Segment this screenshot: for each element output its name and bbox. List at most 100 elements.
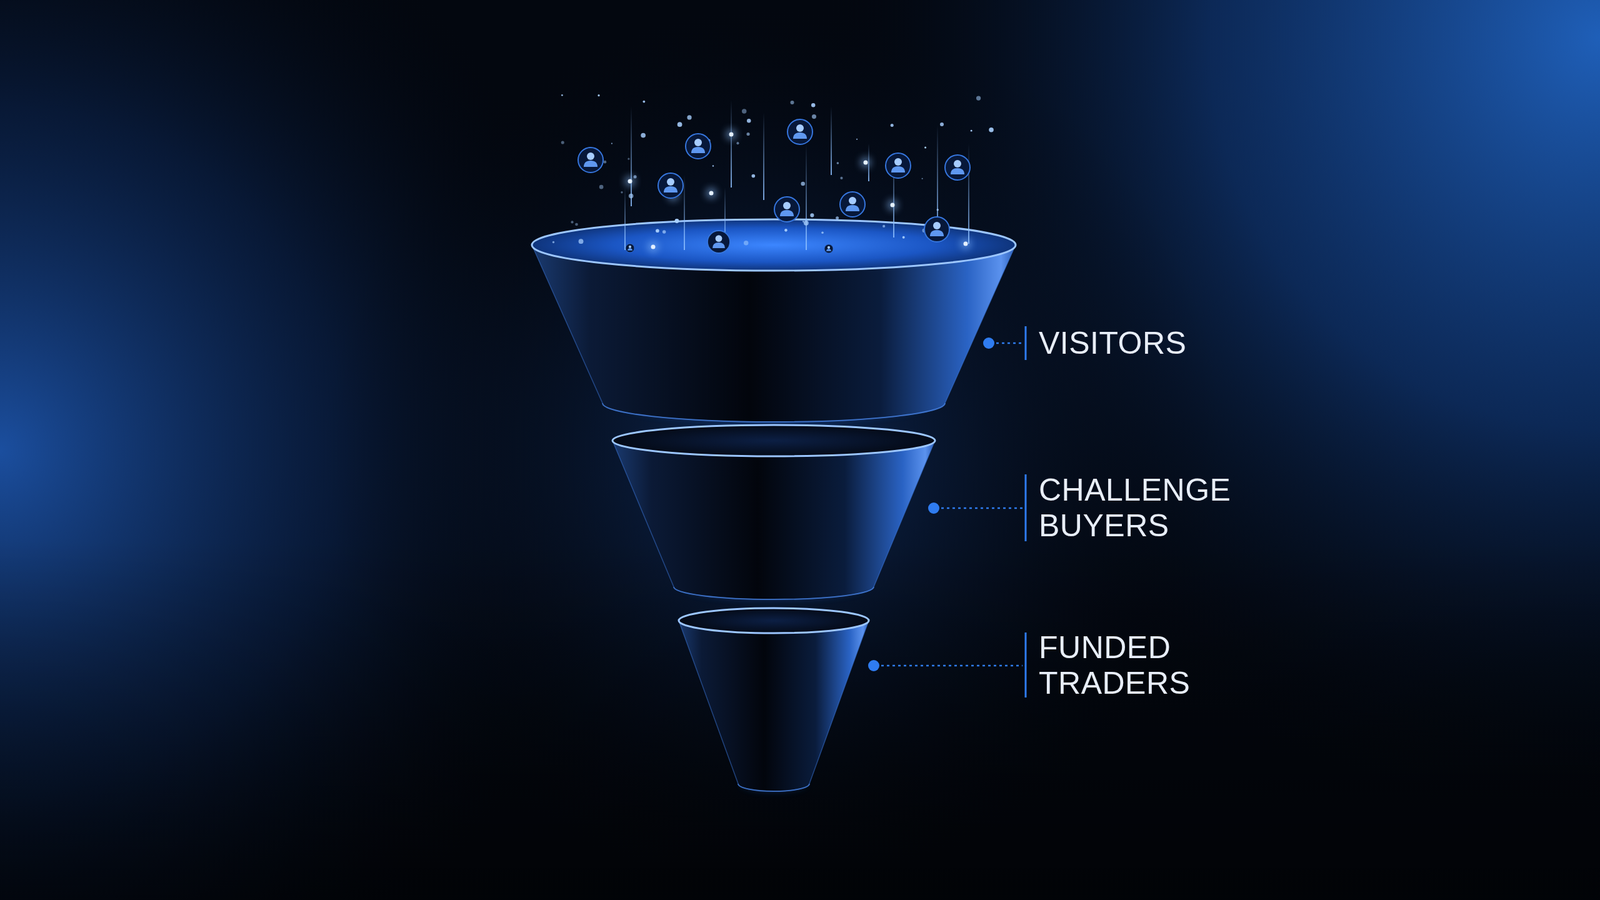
- light-beam: [936, 125, 939, 232]
- sparkle: [627, 158, 630, 160]
- light-beam: [968, 143, 970, 244]
- icon-ring: [774, 196, 800, 222]
- sparkle-glow: [705, 187, 717, 199]
- sparkle: [611, 142, 613, 144]
- sparkle: [597, 94, 600, 97]
- sparkle: [751, 174, 756, 179]
- sparkle: [890, 203, 895, 208]
- sparkle: [552, 241, 555, 244]
- icon-head: [796, 124, 804, 132]
- sparkle: [746, 118, 751, 123]
- sparkle: [651, 245, 656, 250]
- icon-ring: [707, 230, 730, 254]
- sparkle: [628, 193, 634, 199]
- funnel-tier: [612, 425, 935, 600]
- icon-head: [827, 246, 830, 249]
- funnel-tier: [531, 219, 1016, 422]
- tier-opening: [612, 425, 935, 457]
- sparkle-glow: [725, 128, 737, 140]
- sparkle: [640, 133, 646, 139]
- light-beam: [683, 175, 685, 250]
- sparkle: [709, 191, 714, 196]
- sparkle-glow: [960, 238, 972, 250]
- visitor-icon: [685, 133, 711, 159]
- leader-dot: [983, 337, 995, 349]
- sparkle: [790, 100, 794, 105]
- visitor-icon: [658, 173, 684, 199]
- funnel: [531, 219, 1016, 792]
- sparkle: [729, 132, 734, 137]
- light-beam: [830, 106, 832, 175]
- icon-head: [666, 178, 675, 186]
- icon-head: [628, 245, 632, 249]
- stage-label-box: CHALLENGE BUYERS: [1038, 472, 1264, 544]
- visitor-icon: [945, 155, 970, 180]
- icon-ring: [625, 243, 635, 253]
- sparkle: [810, 213, 814, 217]
- icon-body: [845, 205, 860, 212]
- icon-body: [793, 132, 807, 139]
- icon-body: [780, 210, 794, 217]
- icon-body: [691, 146, 705, 154]
- sparkle: [642, 100, 645, 104]
- sparkle: [890, 123, 894, 127]
- icon-ring: [885, 153, 911, 179]
- leader-line: [941, 507, 1023, 510]
- visitor-icon: [924, 216, 950, 242]
- sparkle: [675, 218, 680, 224]
- sparkle: [921, 178, 924, 180]
- icon-head: [715, 235, 723, 242]
- label-bar: [1025, 632, 1027, 698]
- sparkle: [963, 241, 969, 247]
- sparkle: [599, 185, 604, 190]
- sparkle: [575, 223, 579, 227]
- tier-bottom-rim: [738, 783, 810, 792]
- sparkle: [988, 127, 994, 133]
- icon-ring: [685, 133, 711, 159]
- icon-head: [933, 221, 941, 230]
- icon-head: [694, 138, 702, 147]
- light-beam: [763, 112, 765, 200]
- sparkle: [863, 160, 869, 165]
- sparkle: [835, 216, 839, 220]
- sparkle: [840, 176, 843, 180]
- icon-body: [891, 166, 905, 173]
- tier-body: [612, 440, 935, 600]
- leader-dot: [868, 660, 880, 672]
- sparkle: [561, 94, 564, 97]
- sparkle: [677, 121, 683, 127]
- sparkle: [712, 165, 715, 167]
- sparkle: [662, 230, 667, 234]
- sparkle: [924, 146, 927, 149]
- icon-head: [848, 196, 857, 205]
- icon-ring: [578, 147, 604, 173]
- leader-line: [881, 665, 1023, 667]
- sparkle: [902, 236, 905, 239]
- light-beam: [730, 100, 732, 188]
- sparkle: [784, 228, 788, 232]
- light-beam: [624, 187, 626, 250]
- stage-label: FUNDED TRADERS: [1038, 630, 1264, 702]
- sparkle: [970, 130, 973, 132]
- icon-body: [826, 248, 832, 252]
- light-beam: [630, 106, 632, 207]
- icon-body: [950, 168, 965, 175]
- icon-ring: [787, 119, 813, 145]
- sparkle: [856, 138, 858, 140]
- sparkle: [803, 220, 809, 226]
- sparkle-glow: [860, 156, 872, 169]
- sparkle: [940, 122, 944, 127]
- leader-line: [996, 342, 1023, 345]
- sparkle: [741, 108, 747, 114]
- sparkle: [746, 132, 750, 136]
- icon-head: [783, 201, 791, 210]
- icon-body: [712, 242, 725, 249]
- icon-ring: [924, 216, 950, 242]
- sparkle: [620, 191, 623, 194]
